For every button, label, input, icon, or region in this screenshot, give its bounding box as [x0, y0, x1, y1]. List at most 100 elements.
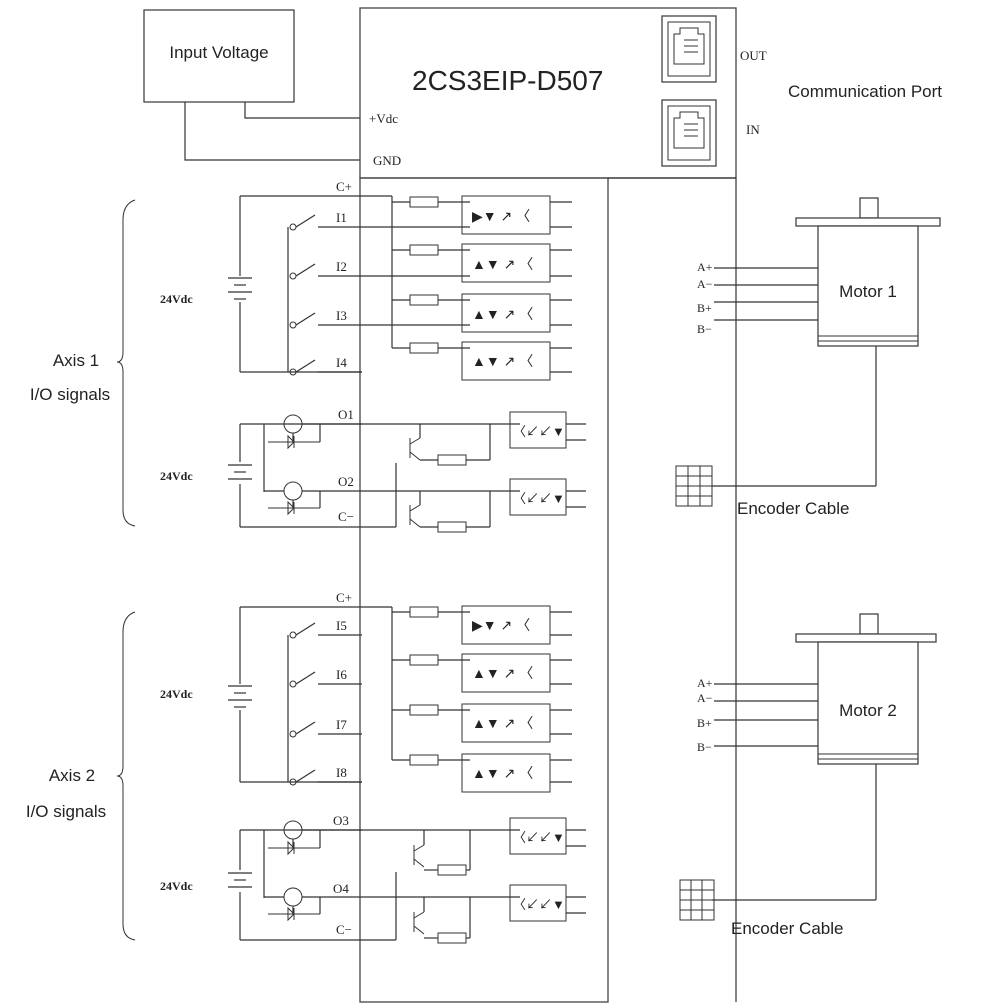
motor-2-label: Motor 2	[839, 701, 897, 720]
input-opto-5-icon: ▶▼ ↗ 〈	[392, 605, 572, 645]
encoder-cable-2-label: Encoder Cable	[731, 919, 843, 938]
pin-gnd-label: GND	[373, 153, 401, 168]
input-opto-1-icon: ▶▼ ↗ 〈	[362, 195, 572, 235]
axis2-outputs: 24Vdc O3 O4 C− 〈↙↙▼	[160, 813, 586, 944]
axis1-outputs: 24Vdc O1 O2 C− 〈↙↙▼	[160, 407, 586, 533]
input-i1-label: I1	[336, 210, 347, 225]
input-opto-2-icon: ▲▼ ↗ 〈	[362, 243, 572, 283]
output-driver-2-icon: 〈↙↙▼	[362, 478, 586, 533]
input-i2-label: I2	[336, 259, 347, 274]
axis1-io-label: I/O signals	[30, 385, 110, 404]
controller-model: 2CS3EIP-D507	[412, 65, 603, 96]
axis1-cplus-label: C+	[336, 179, 352, 194]
output-o2-label: O2	[338, 474, 354, 489]
motor-2-pin-b-minus: B−	[697, 740, 712, 754]
axis2-output-supply-label: 24Vdc	[160, 879, 193, 893]
svg-text:▲▼ ↗ 〈: ▲▼ ↗ 〈	[472, 306, 533, 322]
svg-text:▶▼ ↗ 〈: ▶▼ ↗ 〈	[472, 617, 530, 633]
rj45-out-port-icon	[661, 15, 717, 83]
input-opto-6-icon: ▲▼ ↗ 〈	[392, 653, 572, 693]
comm-port-title: Communication Port	[788, 82, 942, 101]
axis1-input-battery-icon	[228, 276, 252, 302]
axis1-output-battery-icon	[228, 462, 252, 484]
motor-2-pin-a-minus: A−	[697, 691, 713, 705]
output-o3-label: O3	[333, 813, 349, 828]
svg-text:〈↙↙▼: 〈↙↙▼	[513, 830, 565, 845]
svg-text:〈↙↙▼: 〈↙↙▼	[513, 491, 565, 506]
rj45-in-port-icon	[661, 99, 717, 167]
axis2-cplus-label: C+	[336, 590, 352, 605]
input-opto-7-icon: ▲▼ ↗ 〈	[392, 703, 572, 743]
svg-text:▲▼ ↗ 〈: ▲▼ ↗ 〈	[472, 665, 533, 681]
motor-2-wiring: A+ A− B+ B−	[697, 676, 877, 901]
svg-text:▲▼ ↗ 〈: ▲▼ ↗ 〈	[472, 715, 533, 731]
motor-1-pin-b-plus: B+	[697, 301, 712, 315]
input-voltage-block: Input Voltage	[143, 9, 362, 161]
motor-2-icon: Motor 2	[795, 613, 937, 765]
communication-ports: OUT IN Communication Port	[661, 15, 942, 167]
switch-i4-icon	[289, 359, 362, 376]
switch-i8-icon	[289, 769, 362, 786]
svg-text:▲▼ ↗ 〈: ▲▼ ↗ 〈	[472, 353, 533, 369]
pin-vdc-label: +Vdc	[369, 111, 398, 126]
load-o4-icon	[264, 887, 362, 922]
output-o1-label: O1	[338, 407, 354, 422]
input-i4-label: I4	[336, 355, 347, 370]
motor-1-pin-b-minus: B−	[697, 322, 712, 336]
encoder-connector-1-icon	[675, 465, 713, 507]
input-opto-4-icon: ▲▼ ↗ 〈	[392, 341, 572, 381]
motor-1-wiring: A+ A− B+ B−	[697, 260, 877, 487]
motor-2-pin-a-plus: A+	[697, 676, 713, 690]
load-o3-icon	[268, 820, 362, 856]
svg-text:〈↙↙▼: 〈↙↙▼	[513, 897, 565, 912]
motor-1-pin-a-minus: A−	[697, 277, 713, 291]
switch-i1-icon	[289, 214, 362, 231]
load-o2-icon	[264, 481, 362, 516]
input-i3-label: I3	[336, 308, 347, 323]
input-i5-label: I5	[336, 618, 347, 633]
axis2-output-battery-icon	[228, 870, 252, 892]
axis2-cminus-label: C−	[336, 922, 352, 937]
output-o4-label: O4	[333, 881, 349, 896]
switch-i5-icon	[289, 622, 362, 639]
comm-out-label: OUT	[740, 48, 767, 63]
switch-i3-icon	[289, 312, 362, 329]
axis2-inputs: C+ 24Vdc I5 I6 I7	[160, 590, 572, 793]
input-opto-3-icon: ▲▼ ↗ 〈	[362, 293, 572, 333]
axis2-input-supply-label: 24Vdc	[160, 687, 193, 701]
motor-2-pin-b-plus: B+	[697, 716, 712, 730]
motor-1-icon: Motor 1	[795, 197, 941, 347]
svg-text:▲▼ ↗ 〈: ▲▼ ↗ 〈	[472, 256, 533, 272]
switch-i7-icon	[289, 721, 362, 738]
axis1-bracket	[116, 199, 136, 527]
input-i6-label: I6	[336, 667, 347, 682]
output-driver-4-icon: 〈↙↙▼	[362, 884, 586, 944]
input-voltage-label: Input Voltage	[169, 43, 268, 62]
svg-text:▶▼ ↗ 〈: ▶▼ ↗ 〈	[472, 208, 530, 224]
axis1-inputs: C+ 24Vdc I1 I2 I3	[160, 179, 572, 381]
comm-in-label: IN	[746, 122, 760, 137]
axis2-bracket	[116, 611, 136, 941]
axis2-input-battery-icon	[228, 684, 252, 710]
input-opto-8-icon: ▲▼ ↗ 〈	[392, 753, 572, 793]
svg-text:〈↙↙▼: 〈↙↙▼	[513, 424, 565, 439]
svg-text:▲▼ ↗ 〈: ▲▼ ↗ 〈	[472, 765, 533, 781]
switch-i6-icon	[289, 671, 362, 688]
output-driver-1-icon: 〈↙↙▼	[362, 411, 586, 466]
axis2-label: Axis 2	[49, 766, 95, 785]
encoder-connector-2-icon	[679, 879, 715, 921]
switch-i2-icon	[289, 263, 362, 280]
input-i8-label: I8	[336, 765, 347, 780]
axis1-label: Axis 1	[53, 351, 99, 370]
axis1-input-supply-label: 24Vdc	[160, 292, 193, 306]
motor-1-label: Motor 1	[839, 282, 897, 301]
axis1-cminus-label: C−	[338, 509, 354, 524]
encoder-cable-1-label: Encoder Cable	[737, 499, 849, 518]
output-driver-3-icon: 〈↙↙▼	[362, 817, 586, 876]
load-o1-icon	[268, 414, 362, 450]
input-i7-label: I7	[336, 717, 347, 732]
motor-1-pin-a-plus: A+	[697, 260, 713, 274]
axis1-output-supply-label: 24Vdc	[160, 469, 193, 483]
axis2-io-label: I/O signals	[26, 802, 106, 821]
